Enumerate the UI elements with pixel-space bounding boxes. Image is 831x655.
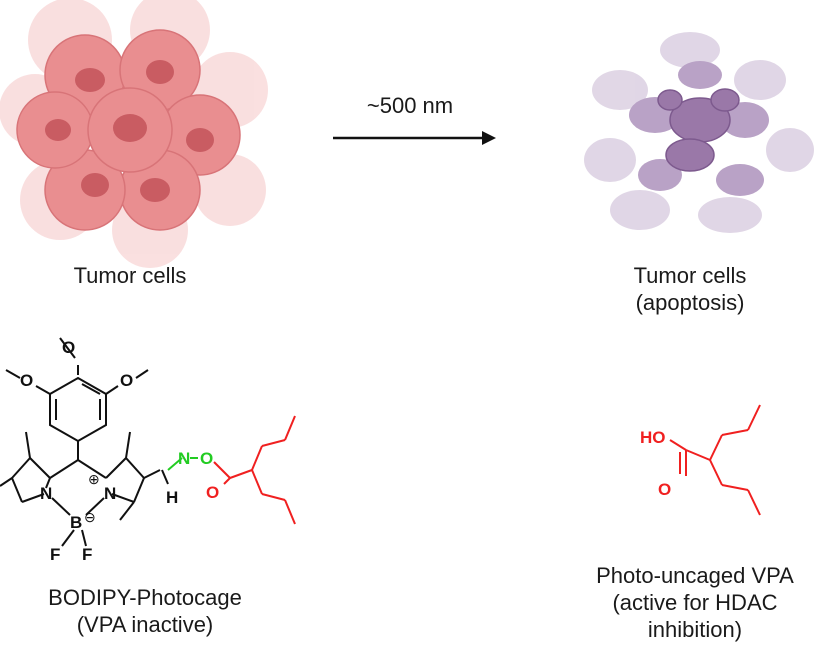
apoptosis-label-line1: Tumor cells — [633, 263, 747, 288]
apoptosis-label-line2: (apoptosis) — [635, 290, 745, 315]
charge-minus: ⊖ — [84, 509, 96, 525]
charge-plus: ⊕ — [88, 471, 100, 487]
atom-o-vpa: O — [658, 480, 671, 499]
vpa-caption-line1: Photo-uncaged VPA — [596, 563, 794, 588]
atom-f-right: F — [82, 545, 92, 564]
atom-ho-vpa: HO — [640, 428, 666, 447]
photocage-caption: BODIPY-Photocage (VPA inactive) — [20, 584, 270, 638]
atom-n-right: N — [104, 484, 116, 503]
atom-o-left: O — [20, 371, 33, 390]
vpa-caption: Photo-uncaged VPA (active for HDAC inhib… — [570, 562, 820, 643]
photocage-caption-line2: (VPA inactive) — [76, 612, 214, 637]
arrow-label: ~500 nm — [366, 93, 454, 118]
vpa-caption-line2: (active for HDAC — [612, 590, 778, 615]
atom-o-top: O — [62, 338, 75, 357]
atom-o-right: O — [120, 371, 133, 390]
tumor-cells-label: Tumor cells — [73, 263, 187, 288]
atom-n-left: N — [40, 484, 52, 503]
vpa-caption-line3: inhibition) — [647, 617, 743, 642]
atom-f-left: F — [50, 545, 60, 564]
atom-n-oxime: N — [178, 449, 190, 468]
apoptosis-label: Tumor cells (apoptosis) — [590, 262, 790, 316]
atom-boron: B — [70, 513, 82, 532]
atom-o-oxime: O — [200, 449, 213, 468]
atom-o-carbonyl: O — [206, 483, 219, 502]
photocage-caption-line1: BODIPY-Photocage — [48, 585, 242, 610]
atom-h-oxime: H — [166, 488, 178, 507]
